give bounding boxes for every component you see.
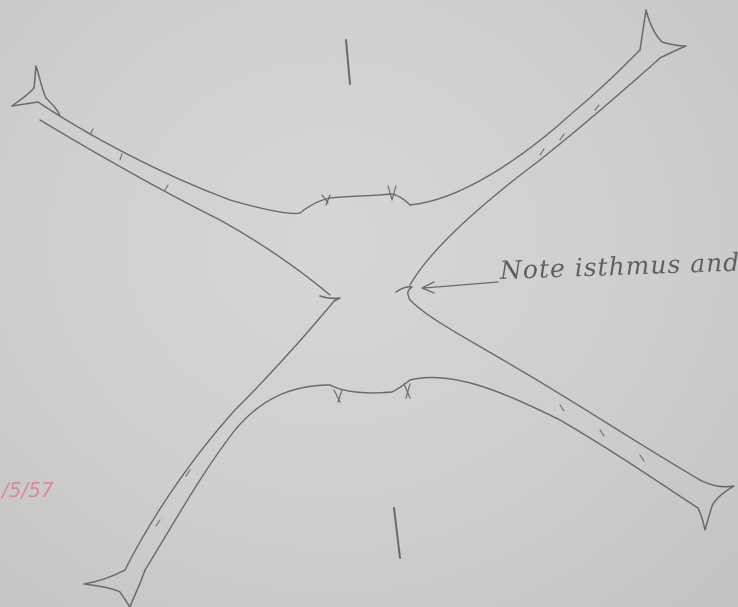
lower-right-arm [410,300,734,530]
pointer-arrow [422,282,498,293]
bottom-tick-mark [394,508,400,558]
margin-date-mark: /5/57 [2,478,54,502]
central-isthmus [300,186,412,402]
top-tick-mark [346,40,350,84]
upper-left-arm [12,66,330,295]
lower-left-arm [84,300,335,607]
upper-right-arm [410,10,686,285]
